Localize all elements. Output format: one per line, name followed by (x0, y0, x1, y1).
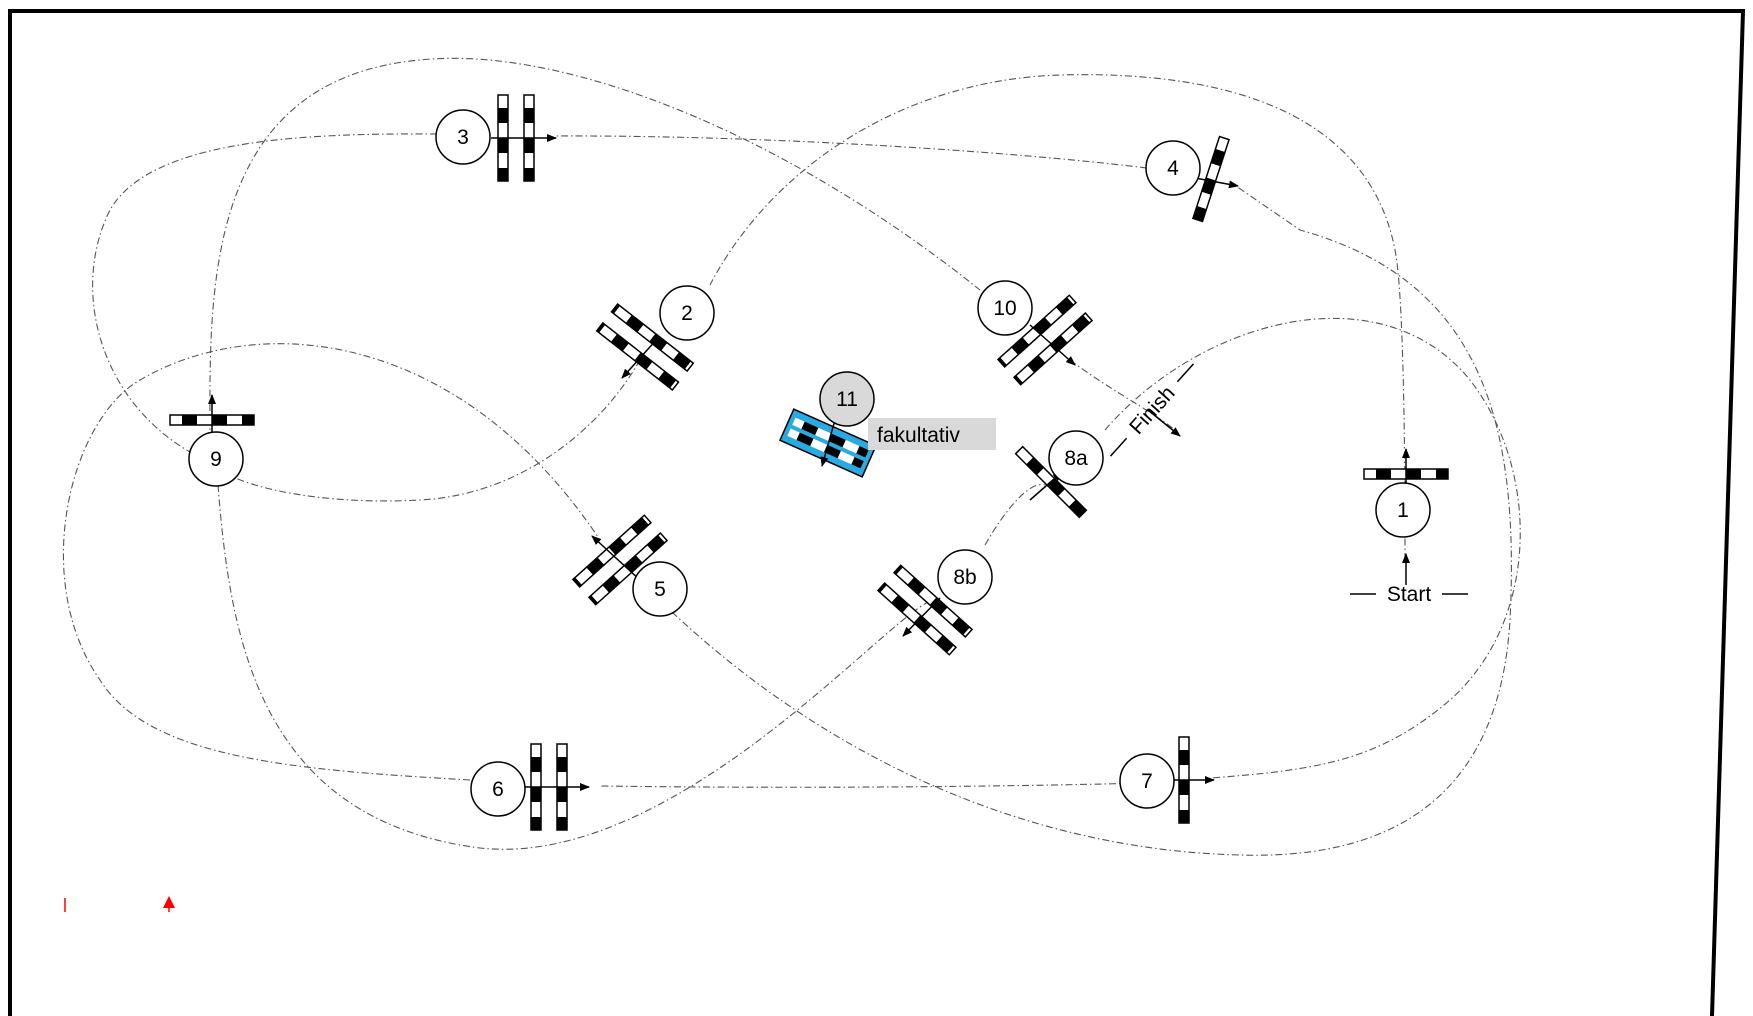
obstacle-9 (169, 394, 255, 434)
obstacle-7 (1172, 736, 1215, 824)
obstacle-4-arrow (1194, 177, 1239, 189)
optional-label-text: fakultativ (877, 424, 960, 447)
station-11-label: 11 (836, 388, 858, 411)
station-1-label: 1 (1397, 499, 1409, 522)
station-8a-label: 8a (1064, 447, 1088, 470)
stations: 1 2 3 4 5 6 7 8a (188, 109, 1431, 817)
station-7-label: 7 (1141, 770, 1153, 793)
station-4: 4 (1145, 140, 1201, 196)
station-2-label: 2 (681, 302, 693, 325)
station-9: 9 (188, 431, 244, 487)
obstacle-4 (1192, 135, 1230, 223)
station-1: 1 (1375, 482, 1431, 538)
obstacle-3 (491, 94, 557, 182)
station-7: 7 (1119, 753, 1175, 809)
station-6-label: 6 (492, 778, 504, 801)
red-marker (64, 896, 175, 912)
station-8b-label: 8b (953, 566, 976, 589)
arena-border (8, 9, 1746, 1016)
finish-label: Finish (1125, 382, 1180, 439)
course-lines (62, 57, 1521, 856)
station-10: 10 (977, 280, 1033, 336)
start-marker: Start (1350, 583, 1468, 606)
station-6: 6 (470, 761, 526, 817)
station-10-label: 10 (993, 297, 1016, 320)
station-8b: 8b (937, 549, 993, 605)
station-5: 5 (632, 561, 688, 617)
station-2: 2 (659, 285, 715, 341)
obstacle-6 (524, 743, 590, 831)
obstacle-2-arrow (621, 337, 659, 379)
station-9-label: 9 (210, 448, 222, 471)
finish-arrow (1147, 409, 1181, 437)
station-3-label: 3 (457, 126, 469, 149)
optional-label: fakultativ (868, 418, 996, 450)
obstacle-1 (1363, 448, 1449, 486)
obstacles (169, 94, 1449, 831)
station-11: 11 (819, 371, 875, 427)
station-5-label: 5 (654, 578, 666, 601)
obstacle-8b (876, 564, 974, 656)
station-4-label: 4 (1167, 157, 1179, 180)
start-label: Start (1387, 583, 1432, 606)
obstacle-5-arrow (591, 535, 641, 581)
obstacle-11-arrow (820, 419, 836, 467)
obstacle-8b-arrow (902, 597, 941, 637)
station-8a: 8a (1048, 430, 1104, 486)
station-3: 3 (435, 109, 491, 165)
obstacle-2 (595, 302, 695, 392)
finish-marker: Finish (1109, 363, 1195, 457)
obstacle-10-arrow (1029, 324, 1076, 366)
